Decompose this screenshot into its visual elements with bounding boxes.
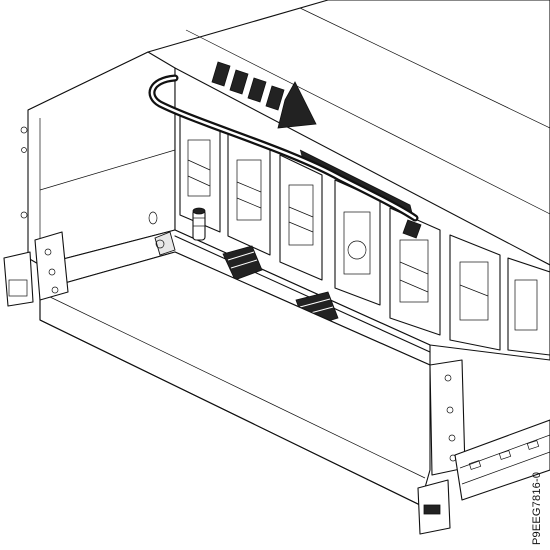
fan-module-7 bbox=[507, 257, 550, 356]
connector-left bbox=[222, 245, 263, 281]
figure-id-label: P9EEG7816-0 bbox=[531, 471, 543, 545]
fan-module-6 bbox=[449, 234, 501, 351]
fan-module-2 bbox=[227, 129, 271, 256]
right-mounting-ear bbox=[417, 359, 466, 535]
cable-bundle bbox=[148, 74, 419, 222]
thumbscrew bbox=[192, 207, 206, 241]
fan-module-5 bbox=[389, 207, 441, 336]
direction-arrow bbox=[211, 61, 317, 129]
fan-module-1 bbox=[179, 109, 221, 233]
fan-module-3 bbox=[279, 154, 323, 281]
left-mounting-ear bbox=[3, 231, 69, 307]
slide-rail bbox=[454, 419, 550, 501]
